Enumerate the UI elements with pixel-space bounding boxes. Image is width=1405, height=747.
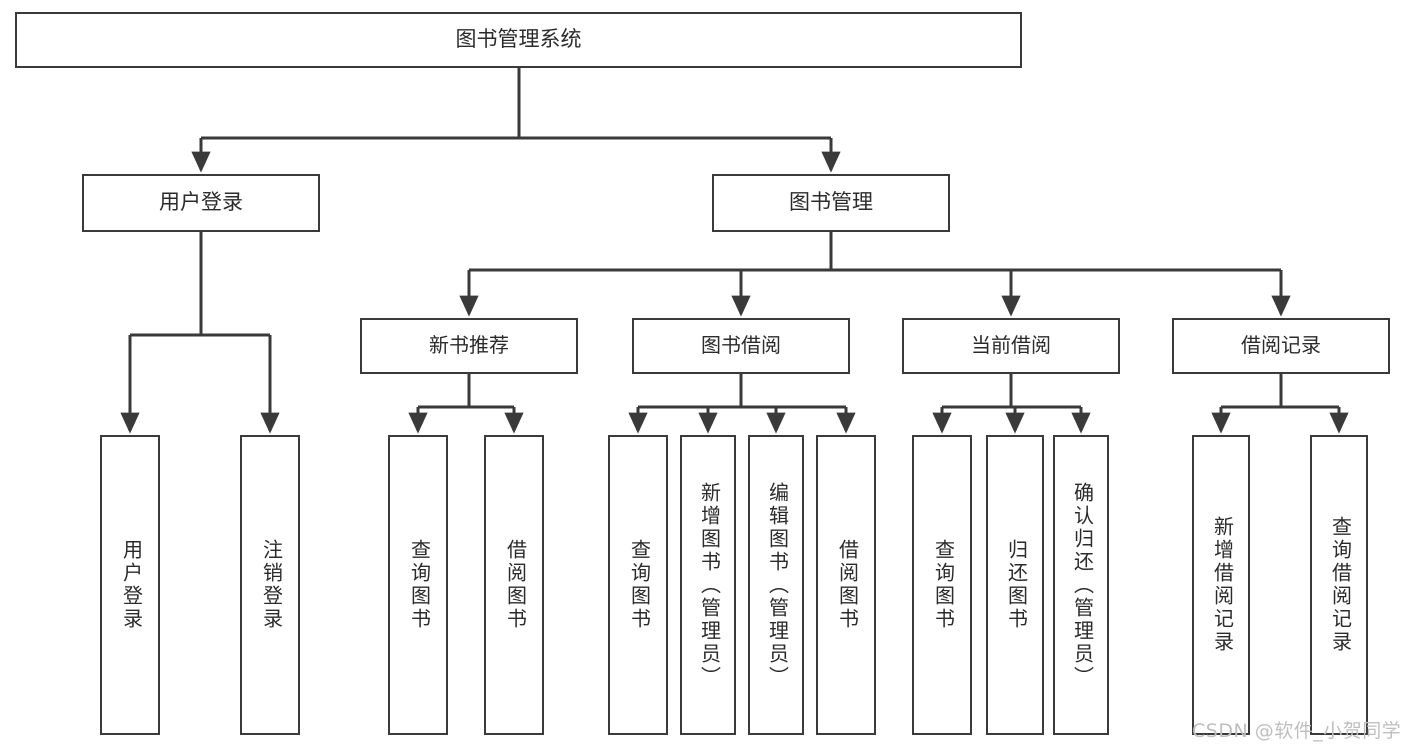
node-leaf-query-books-current[interactable]: 查询图书 [912, 435, 972, 735]
node-borrow-records[interactable]: 借阅记录 [1172, 318, 1390, 374]
node-leaf-return-books[interactable]: 归还图书 [986, 435, 1044, 735]
node-book-management[interactable]: 图书管理 [712, 174, 950, 232]
leaf-label: 注销登录 [259, 539, 282, 631]
leaf-label: 归还图书 [1004, 539, 1027, 631]
node-current-borrow[interactable]: 当前借阅 [902, 318, 1120, 374]
node-new-book-recommend[interactable]: 新书推荐 [360, 318, 578, 374]
node-user-login[interactable]: 用户登录 [82, 174, 320, 232]
leaf-label: 新增图书（管理员） [697, 481, 720, 689]
node-root-system[interactable]: 图书管理系统 [15, 12, 1022, 68]
node-leaf-borrow-books[interactable]: 借阅图书 [816, 435, 876, 735]
leaf-label: 查询图书 [407, 539, 430, 631]
leaf-label: 编辑图书（管理员） [765, 481, 788, 689]
node-leaf-edit-book-admin[interactable]: 编辑图书（管理员） [748, 435, 804, 735]
leaf-label: 查询图书 [931, 539, 954, 631]
node-leaf-confirm-return-admin[interactable]: 确认归还（管理员） [1053, 435, 1109, 735]
node-leaf-user-login[interactable]: 用户登录 [100, 435, 160, 735]
node-leaf-query-books[interactable]: 查询图书 [608, 435, 668, 735]
leaf-label: 查询图书 [627, 539, 650, 631]
node-leaf-add-borrow-record[interactable]: 新增借阅记录 [1192, 435, 1250, 735]
leaf-label: 查询借阅记录 [1328, 516, 1351, 654]
node-leaf-query-books-new[interactable]: 查询图书 [388, 435, 448, 735]
csdn-watermark: CSDN @软件_小贺同学 [1192, 720, 1402, 742]
node-leaf-borrow-books-new[interactable]: 借阅图书 [484, 435, 544, 735]
leaf-label: 确认归还（管理员） [1070, 481, 1093, 689]
leaf-label: 借阅图书 [503, 539, 526, 631]
node-book-borrow[interactable]: 图书借阅 [632, 318, 850, 374]
node-leaf-logout[interactable]: 注销登录 [240, 435, 300, 735]
leaf-label: 新增借阅记录 [1210, 516, 1233, 654]
node-leaf-query-borrow-record[interactable]: 查询借阅记录 [1310, 435, 1368, 735]
leaf-label: 借阅图书 [835, 539, 858, 631]
leaf-label: 用户登录 [119, 539, 142, 631]
node-leaf-add-book-admin[interactable]: 新增图书（管理员） [680, 435, 736, 735]
